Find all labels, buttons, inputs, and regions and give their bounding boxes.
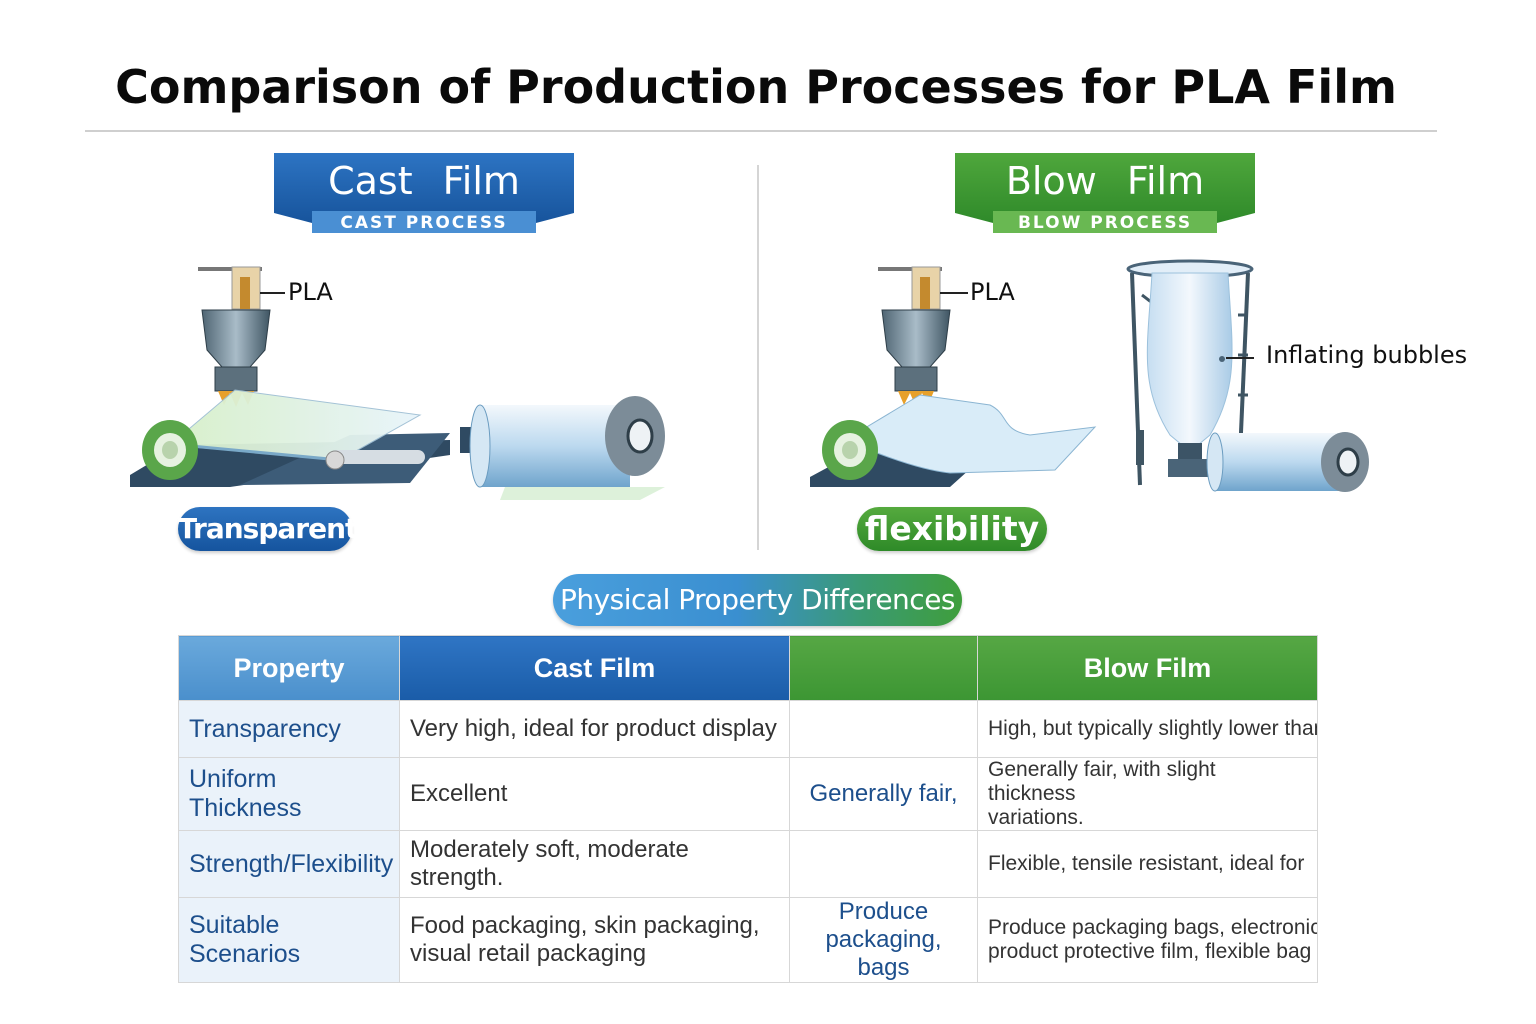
cast-banner-subtitle: CAST PROCESS [340, 213, 508, 233]
blow-banner-subtitle: BLOW PROCESS [1017, 213, 1193, 233]
blow-cell-line: Produce packaging bags, electronic [988, 916, 1318, 939]
table-row: Strength/Flexibility Moderately soft, mo… [178, 830, 1318, 898]
cast-cell: Moderately soft, moderate strength. [399, 830, 790, 898]
property-cell: Suitable Scenarios [178, 897, 400, 983]
middle-cell-line: Generally fair, [809, 780, 958, 807]
blow-film-machine-illustration [810, 259, 1369, 492]
middle-cell-line: bags [857, 954, 910, 981]
middle-cell-line: Produce packaging, [825, 898, 942, 953]
header-blow-film: Blow Film [977, 635, 1318, 701]
cast-pla-label: PLA [288, 278, 333, 306]
table-header-row: Property Cast Film Blow Film [178, 635, 1318, 701]
header-property: Property [178, 635, 400, 701]
middle-cell [789, 700, 978, 758]
page-title: Comparison of Production Processes for P… [115, 60, 1397, 114]
bubble-label-leader-line [1226, 357, 1254, 359]
cast-cell-line: Food packaging, skin packaging, [410, 912, 760, 939]
inflating-bubbles-label: Inflating bubbles [1266, 341, 1468, 369]
blow-cell-line: Flexible, tensile resistant, ideal for [988, 852, 1305, 875]
header-middle [789, 635, 978, 701]
blow-film-banner: Blow Film BLOW PROCESS [955, 153, 1255, 235]
blow-cell-line: Generally fair, with slight thickness [988, 758, 1216, 806]
blow-cell-line: variations. [988, 806, 1084, 829]
cast-cell-line: Very high, ideal for product display [410, 715, 777, 742]
cast-banner-title: Cast Film [328, 159, 520, 203]
property-cell: Transparency [178, 700, 400, 758]
cast-film-machine-illustration [130, 266, 665, 500]
middle-cell: Generally fair, [789, 757, 978, 831]
section-divider [757, 165, 759, 550]
table-row: Transparency Very high, ideal for produc… [178, 700, 1318, 758]
transparent-badge: Transparent [178, 507, 358, 551]
table-row: Uniform Thickness Excellent Generally fa… [178, 757, 1318, 831]
header-cast-film: Cast Film [399, 635, 790, 701]
blow-cell: High, but typically slightly lower than [977, 700, 1318, 758]
blow-banner-title: Blow Film [1005, 159, 1205, 203]
property-cell: Uniform Thickness [178, 757, 400, 831]
blow-cell-line: product protective film, flexible bag pa [988, 940, 1318, 963]
cast-film-banner: Cast Film CAST PROCESS [274, 153, 574, 235]
physical-property-heading: Physical Property Differences [553, 574, 962, 626]
cast-cell-line: visual retail packaging [410, 940, 647, 967]
cast-cell-line: Moderately soft, moderate strength. [410, 836, 689, 891]
cast-cell: Very high, ideal for product display [399, 700, 790, 758]
property-cell: Strength/Flexibility [178, 830, 400, 898]
property-comparison-table: Property Cast Film Blow Film Transparenc… [178, 635, 1318, 983]
title-divider [85, 130, 1437, 132]
blow-cell-line: High, but typically slightly lower than [988, 717, 1318, 740]
cast-cell: Excellent [399, 757, 790, 831]
flexibility-badge: flexibility [857, 507, 1047, 551]
blow-pla-label: PLA [970, 278, 1015, 306]
middle-cell [789, 830, 978, 898]
middle-cell: Produce packaging,bags [789, 897, 978, 983]
blow-cell: Flexible, tensile resistant, ideal for [977, 830, 1318, 898]
cast-cell: Food packaging, skin packaging,visual re… [399, 897, 790, 983]
table-row: Suitable Scenarios Food packaging, skin … [178, 897, 1318, 983]
cast-cell-line: Excellent [410, 780, 508, 807]
